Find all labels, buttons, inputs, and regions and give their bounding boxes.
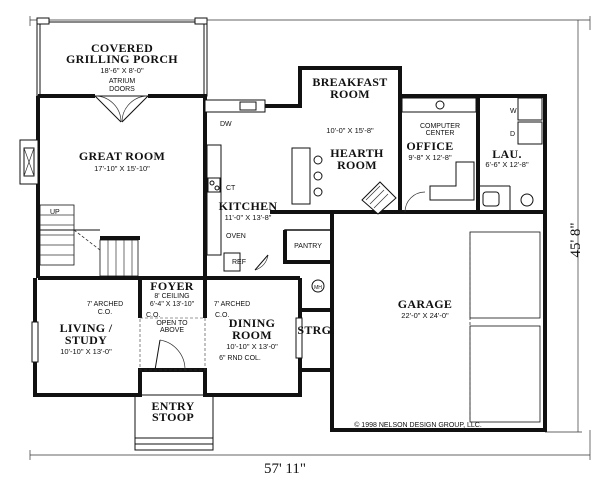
garage: GARAGE 22'-0" X 24'-0" © 1998 NELSON DES… — [354, 231, 541, 429]
atrium-label-2: DOORS — [109, 86, 135, 93]
open-to-above: OPEN TO — [156, 320, 188, 327]
hearth-name-2: ROOM — [337, 158, 377, 172]
fireplace — [19, 139, 39, 185]
refrigerator-label: REF — [232, 259, 246, 266]
dining-name-2: ROOM — [232, 328, 272, 342]
covered-grilling-porch: COVERED GRILLING PORCH 18'-6" X 8'-0" AT… — [36, 17, 208, 97]
porch-name: COVERED — [91, 41, 153, 55]
copyright: © 1998 NELSON DESIGN GROUP, LLC. — [354, 421, 482, 429]
foyer-dim: 6'-4" X 13'-10" — [150, 301, 195, 308]
atrium-doors[interactable] — [94, 95, 149, 123]
breakfast-name: BREAKFAST — [312, 75, 387, 89]
porch-dim: 18'-6" X 8'-0" — [100, 66, 144, 75]
cooktop-label: CT — [226, 185, 236, 192]
entry-name-2: STOOP — [152, 410, 194, 424]
laundry: W D LAU. 6'-6" X 12'-8" — [478, 97, 543, 212]
dishwasher-label: DW — [220, 121, 232, 128]
pantry-name: PANTRY — [294, 243, 322, 250]
living-name: LIVING / — [60, 321, 113, 335]
garage-dim: 22'-0" X 24'-0" — [401, 311, 449, 320]
exterior-walls — [33, 66, 547, 432]
overall-width-label: 57' 11" — [264, 461, 306, 477]
dining-dim: 10'-10" X 13'-0" — [226, 342, 278, 351]
foyer: FOYER 8' CEILING 6'-4" X 13'-10" OPEN TO… — [139, 279, 206, 371]
office: COMPUTER CENTER OFFICE 9'-8" X 12'-8" — [401, 97, 477, 213]
foyer-arch-co: C.O. — [146, 312, 160, 319]
great-room: GREAT ROOM 17'-10" X 15'-10" — [79, 149, 165, 173]
storage-name: STRG. — [297, 323, 334, 337]
stairs-up-label: UP — [50, 209, 60, 216]
living-arch-2: C.O. — [98, 309, 112, 316]
entry-name: ENTRY — [151, 399, 194, 413]
washer-label: W — [510, 108, 517, 115]
hearth-name: HEARTH — [330, 146, 384, 160]
computer-center-label: COMPUTER — [420, 123, 460, 130]
kitchen-dim: 11'-0" X 13'-8" — [225, 213, 272, 222]
dining-name: DINING — [229, 316, 275, 330]
living-name-2: STUDY — [65, 333, 107, 347]
office-name: OFFICE — [406, 139, 453, 153]
oven-label: OVEN — [226, 233, 246, 240]
great-room-name: GREAT ROOM — [79, 149, 165, 163]
office-dim: 9'-8" X 12'-8" — [408, 153, 452, 162]
hearth-fireplace — [361, 181, 397, 215]
atrium-label: ATRIUM — [109, 78, 135, 85]
dining-arch-co: C.O. — [215, 312, 229, 319]
living-arch: 7' ARCHED — [87, 301, 123, 308]
pantry: PANTRY — [284, 229, 333, 263]
laundry-dim: 6'-6" X 12'-8" — [485, 160, 529, 169]
breakfast-name-2: ROOM — [330, 87, 370, 101]
staircase: UP — [39, 204, 139, 277]
round-column-label: 6" RND COL. — [219, 355, 261, 362]
great-room-dim: 17'-10" X 15'-10" — [94, 164, 150, 173]
open-to-above-2: ABOVE — [160, 327, 184, 334]
dining-arch: 7' ARCHED — [214, 301, 250, 308]
computer-center-label-2: CENTER — [426, 130, 455, 137]
living-dim: 10'-10" X 13'-0" — [60, 347, 112, 356]
garage-name: GARAGE — [398, 297, 452, 311]
kitchen: DW CT OVEN REF KITCHEN 11'-0" X 13'-8" — [204, 99, 323, 272]
entry-stoop: ENTRY STOOP — [134, 394, 214, 451]
overall-width-dimension: 57' 11" — [29, 16, 591, 477]
foyer-ceiling: 8' CEILING — [154, 293, 189, 300]
hearth-room: HEARTH ROOM — [330, 146, 397, 215]
foyer-name: FOYER — [150, 279, 194, 293]
storage: STRG. MH — [297, 279, 334, 337]
breakfast-dim: 10'-0" X 15'-8" — [326, 126, 374, 135]
interior-walls — [38, 96, 480, 370]
water-heater-label: MH — [314, 285, 322, 291]
living-study: 7' ARCHED C.O. LIVING / STUDY 10'-10" X … — [31, 301, 123, 363]
kitchen-name: KITCHEN — [219, 199, 278, 213]
breakfast-room: BREAKFAST ROOM 10'-0" X 15'-8" — [312, 75, 387, 135]
overall-depth-dimension: 45' 8" — [545, 20, 584, 433]
laundry-name: LAU. — [492, 147, 522, 161]
dining-room: 7' ARCHED C.O. C.O. DINING ROOM 10'-10" … — [146, 301, 303, 362]
porch-name-2: GRILLING PORCH — [66, 52, 178, 66]
overall-depth-label: 45' 8" — [568, 222, 584, 257]
dryer-label: D — [510, 131, 515, 138]
